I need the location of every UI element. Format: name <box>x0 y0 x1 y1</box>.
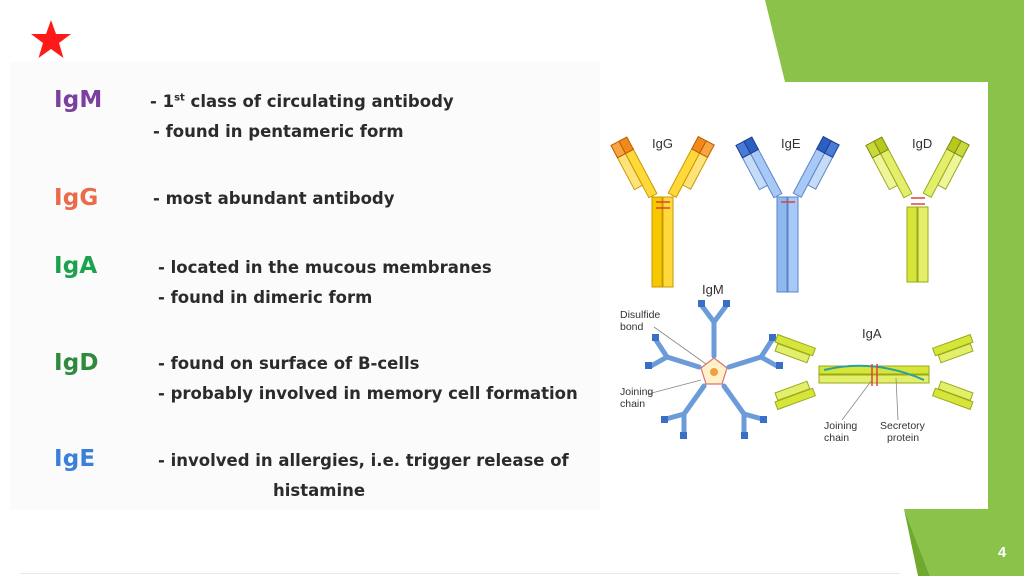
igm-line-2: - found in pentameric form <box>153 122 404 141</box>
fig-label-joining-1: Joining <box>620 386 653 398</box>
iga-dimer <box>774 333 974 411</box>
fig-label-ige: IgE <box>781 136 801 151</box>
igm-line-1: - 1st class of circulating antibody <box>150 92 454 111</box>
ige-label: IgE <box>54 446 96 472</box>
igg-line-1: - most abundant antibody <box>153 189 395 208</box>
iga-line-2: - found in dimeric form <box>158 288 373 307</box>
igm-pentamer <box>645 300 783 439</box>
fig-label-igm: IgM <box>702 282 724 297</box>
fig-label-disulfide-2: bond <box>620 321 644 333</box>
igd-antibody <box>865 135 970 283</box>
igg-label: IgG <box>54 185 99 211</box>
igd-line-2: - probably involved in memory cell forma… <box>158 384 578 403</box>
star-icon <box>31 20 71 58</box>
antibody-figure: IgG IgE IgD IgM IgA Disulfide bond Joini… <box>606 82 988 509</box>
fig-label-secretory-2: protein <box>887 432 919 444</box>
fig-label-joining-b1: Joining <box>824 420 857 432</box>
fig-label-disulfide-1: Disulfide <box>620 309 660 321</box>
bottom-divider <box>20 573 900 574</box>
antibody-diagram: IgG IgE IgD IgM IgA Disulfide bond Joini… <box>610 135 974 444</box>
iga-label: IgA <box>54 253 98 279</box>
fig-label-igg: IgG <box>652 136 673 151</box>
ige-antibody <box>735 135 840 293</box>
fig-label-iga: IgA <box>862 326 882 341</box>
igm-label: IgM <box>54 87 103 113</box>
igd-line-1: - found on surface of B-cells <box>158 354 420 373</box>
igd-label: IgD <box>54 350 99 376</box>
page-number: 4 <box>997 544 1007 561</box>
igg-antibody <box>610 135 715 288</box>
fig-label-joining-2: chain <box>620 398 645 410</box>
fig-label-secretory-1: Secretory <box>880 420 926 432</box>
ige-line-1: - involved in allergies, i.e. trigger re… <box>158 451 569 470</box>
fig-label-joining-b2: chain <box>824 432 849 444</box>
iga-line-1: - located in the mucous membranes <box>158 258 492 277</box>
ige-line-2: histamine <box>273 481 366 500</box>
fig-label-igd: IgD <box>912 136 932 151</box>
content-panel <box>10 62 600 510</box>
